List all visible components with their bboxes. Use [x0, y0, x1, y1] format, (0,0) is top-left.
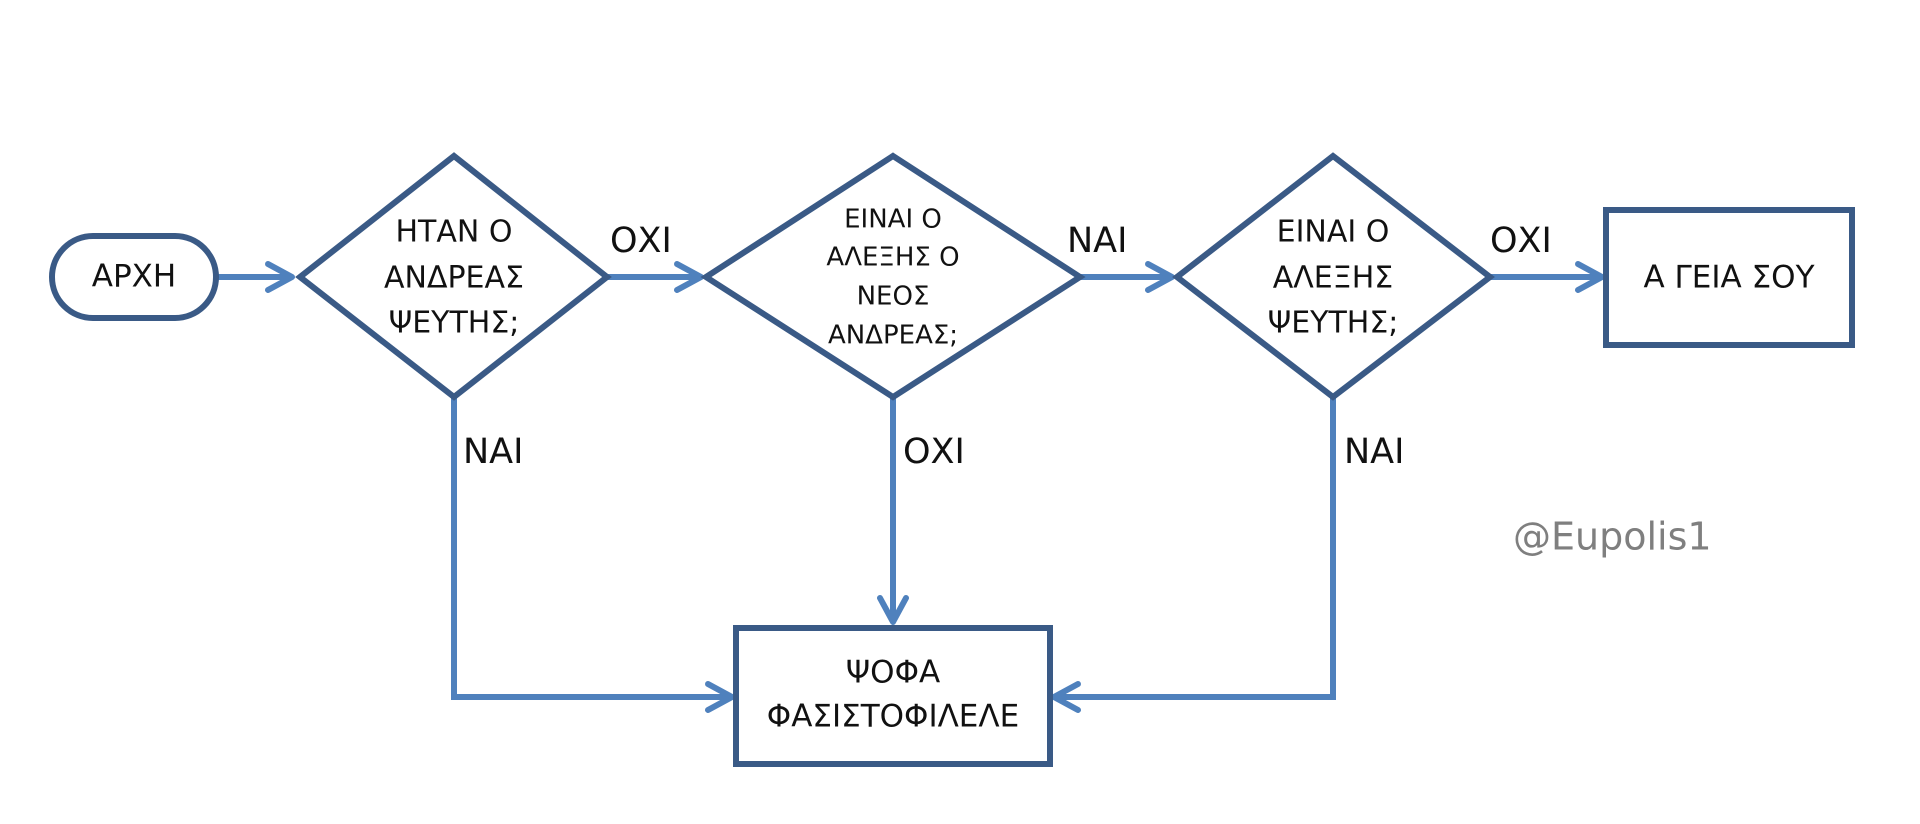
decision-q2-line-2: ΑΛΕΞΗΣ Ο — [826, 243, 959, 273]
end-die-shape — [733, 625, 1053, 767]
end-die-line-2: ΦΑΣΙΣΤΟΦΙΛΕΛΕ — [767, 699, 1019, 735]
watermark-handle: @Eupolis1 — [1513, 515, 1712, 559]
arrowhead-q3-to-bye — [1575, 261, 1605, 293]
decision-q1-line-2: ΑΝΔΡΕΑΣ — [384, 261, 524, 296]
end-bye-label: Α ΓΕΙΑ ΣΟΥ — [1643, 260, 1814, 296]
edge-label-q2-right: ΝΑΙ — [1067, 221, 1127, 261]
start-terminator-shape — [49, 233, 219, 321]
decision-q2-shape — [700, 152, 1086, 401]
decision-q2-line-3: ΝΕΟΣ — [857, 282, 930, 312]
decision-q1: ΗΤΑΝ Ο ΑΝΔΡΕΑΣ ΨΕΥΤΗΣ; — [295, 152, 612, 401]
start-label: ΑΡΧΗ — [92, 259, 176, 295]
decision-q1-line-3: ΨΕΥΤΗΣ; — [389, 306, 520, 341]
connector-q1-to-die — [451, 397, 728, 700]
decision-q2-line-1: ΕΙΝΑΙ Ο — [844, 205, 942, 235]
arrowhead-q2-to-q3 — [1145, 261, 1175, 293]
edge-label-q3-right: ΟΧΙ — [1490, 221, 1552, 261]
decision-q1-shape — [295, 152, 612, 401]
decision-q3: ΕΙΝΑΙ Ο ΑΛΕΞΗΣ ΨΕΥΤΗΣ; — [1172, 152, 1495, 401]
decision-q3-line-3: ΨΕΥΤΗΣ; — [1268, 306, 1399, 341]
end-die-line-1: ΨΟΦΑ — [846, 655, 940, 691]
arrowhead-q2-to-die — [877, 595, 909, 625]
end-die-node: ΨΟΦΑ ΦΑΣΙΣΤΟΦΙΛΕΛΕ — [733, 625, 1053, 767]
edge-label-q1-down: ΝΑΙ — [463, 432, 523, 472]
decision-q3-shape — [1172, 152, 1495, 401]
decision-q1-line-1: ΗΤΑΝ Ο — [396, 215, 513, 250]
connectors — [216, 261, 1605, 713]
connector-q3-to-die — [1058, 397, 1336, 700]
decision-q3-line-1: ΕΙΝΑΙ Ο — [1277, 215, 1390, 250]
arrowhead-start-to-q1 — [265, 261, 295, 293]
decision-q2: ΕΙΝΑΙ Ο ΑΛΕΞΗΣ Ο ΝΕΟΣ ΑΝΔΡΕΑΣ; — [700, 152, 1086, 401]
decision-q3-line-2: ΑΛΕΞΗΣ — [1273, 261, 1393, 296]
edge-label-q2-down: ΟΧΙ — [903, 432, 965, 472]
edge-label-q3-down: ΝΑΙ — [1344, 432, 1404, 472]
edge-label-q1-right: ΟΧΙ — [610, 221, 672, 261]
arrowhead-q1-to-die — [705, 681, 735, 713]
arrowhead-q3-to-die — [1051, 681, 1081, 713]
end-bye-shape — [1603, 207, 1855, 348]
end-bye-node: Α ΓΕΙΑ ΣΟΥ — [1603, 207, 1855, 348]
decision-q2-line-4: ΑΝΔΡΕΑΣ; — [828, 321, 958, 351]
start-node: ΑΡΧΗ — [49, 233, 219, 321]
edge-labels: ΟΧΙ ΝΑΙ ΝΑΙ ΟΧΙ ΟΧΙ ΝΑΙ — [463, 221, 1552, 472]
